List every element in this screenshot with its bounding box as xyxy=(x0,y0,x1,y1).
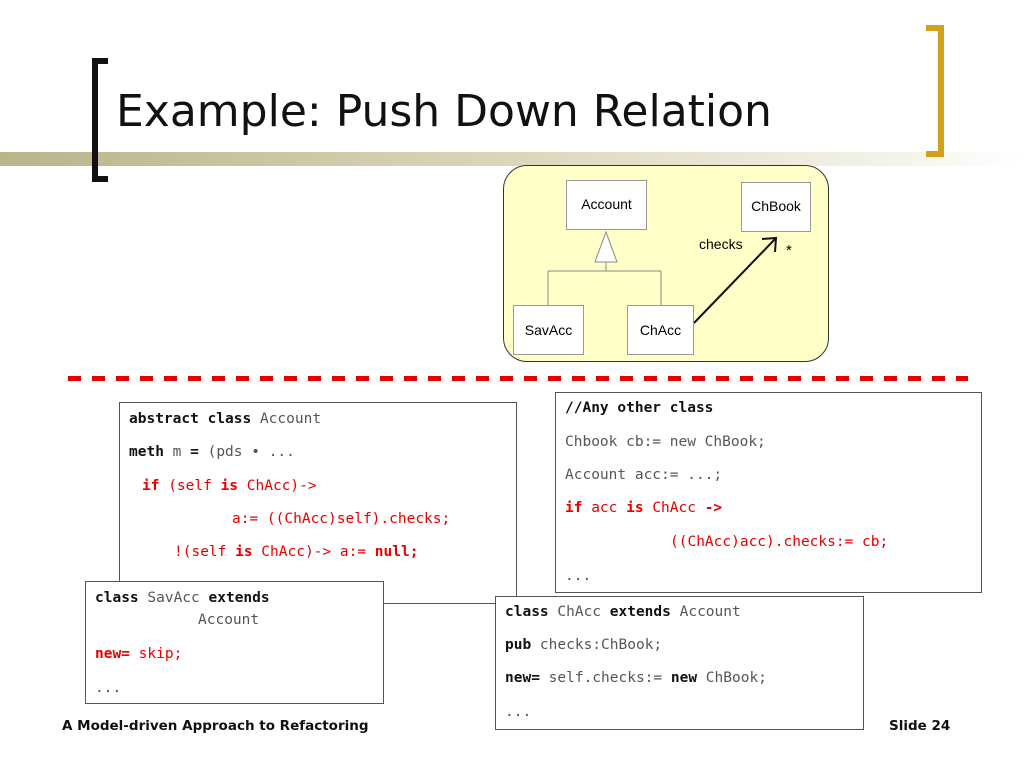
footer-slide-number: Slide 24 xyxy=(889,718,951,734)
left-bracket-decoration xyxy=(92,58,108,182)
code-box-account: abstract class Account meth m = (pds • .… xyxy=(119,402,517,604)
uml-class-chacc-label: ChAcc xyxy=(639,322,682,338)
code-line: meth m = (pds • ... xyxy=(129,444,295,460)
uml-class-account-label: Account xyxy=(581,196,632,212)
code-line: !(self is ChAcc)-> a:= null; xyxy=(174,544,419,560)
code-line: Account acc:= ...; xyxy=(565,467,723,483)
code-box-savacc: class SavAcc extends Account new= skip; … xyxy=(85,581,384,704)
uml-class-savacc: SavAcc xyxy=(513,305,584,355)
uml-class-chacc: ChAcc xyxy=(627,305,694,355)
code-line: class SavAcc extends xyxy=(95,590,270,606)
code-line: ... xyxy=(95,680,122,696)
code-line: if acc is ChAcc -> xyxy=(565,500,723,516)
code-line: if (self is ChAcc)-> xyxy=(142,478,317,494)
code-line: a:= ((ChAcc)self).checks; xyxy=(232,511,451,527)
code-line: Chbook cb:= new ChBook; xyxy=(565,434,766,450)
code-line: ... xyxy=(565,568,592,584)
red-dashed-separator xyxy=(68,376,968,381)
code-line: ... xyxy=(505,704,532,720)
code-line: abstract class Account xyxy=(129,411,322,427)
code-box-chacc: class ChAcc extends Account pub checks:C… xyxy=(495,596,864,730)
uml-class-chbook: ChBook xyxy=(741,182,811,232)
slide-title: Example: Push Down Relation xyxy=(116,86,772,137)
code-box-any-other-class: //Any other class Chbook cb:= new ChBook… xyxy=(555,392,982,593)
code-line: pub checks:ChBook; xyxy=(505,637,663,653)
footer-presentation-title: A Model-driven Approach to Refactoring xyxy=(62,718,369,734)
code-line: new= skip; xyxy=(95,646,183,662)
uml-class-savacc-label: SavAcc xyxy=(524,322,573,338)
code-line: class ChAcc extends Account xyxy=(505,604,741,620)
code-line: new= self.checks:= new ChBook; xyxy=(505,670,767,686)
right-bracket-decoration xyxy=(926,25,944,157)
multiplicity-label: * xyxy=(786,242,792,259)
uml-class-chbook-label: ChBook xyxy=(751,198,801,214)
code-line: //Any other class xyxy=(565,400,714,416)
association-label: checks xyxy=(699,236,743,252)
code-line: Account xyxy=(198,612,260,628)
title-underline-bar xyxy=(0,152,1024,166)
code-line: ((ChAcc)acc).checks:= cb; xyxy=(670,534,889,550)
uml-class-account: Account xyxy=(566,180,647,230)
